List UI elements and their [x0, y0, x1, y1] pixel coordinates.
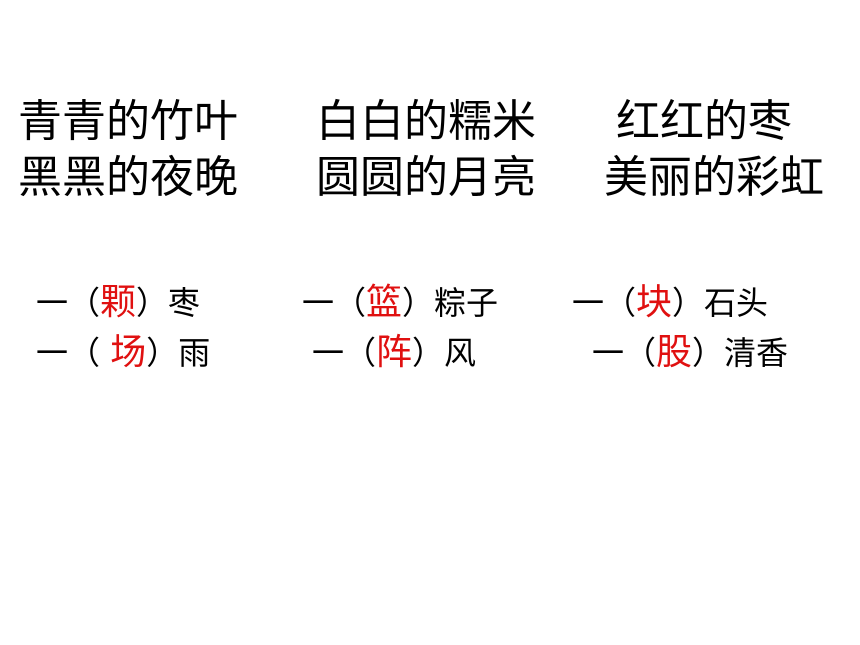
- measure-answer: 块: [636, 282, 673, 323]
- measure-suffix: ）石头: [672, 284, 769, 322]
- measure-prefix: 一（: [302, 284, 367, 322]
- phrase-dark-night: 黑黑的夜晚: [18, 152, 238, 203]
- measure-answer: 股: [656, 332, 693, 373]
- phrase-bamboo-leaves: 青青的竹叶: [18, 96, 238, 147]
- measure-item-zongzi: 一（篮）粽子: [302, 283, 498, 323]
- measure-answer: 阵: [376, 332, 413, 373]
- measure-prefix: 一（: [592, 334, 657, 372]
- measure-answer: 篮: [366, 282, 403, 323]
- measure-item-wind: 一（阵）风: [312, 333, 476, 373]
- measure-item-stone: 一（块）石头: [572, 283, 768, 323]
- measure-suffix: ）清香: [692, 334, 789, 372]
- measure-suffix: ）风: [412, 334, 477, 372]
- measure-prefix: 一（: [572, 284, 637, 322]
- measure-answer: 颗: [100, 282, 137, 323]
- phrase-red-dates: 红红的枣: [616, 96, 792, 147]
- measure-item-rain: 一（ 场）雨: [36, 333, 210, 373]
- phrase-glutinous-rice: 白白的糯米: [316, 96, 536, 147]
- measure-suffix: ）雨: [146, 334, 211, 372]
- measure-prefix: 一（: [36, 334, 111, 372]
- phrase-round-moon: 圆圆的月亮: [316, 152, 536, 203]
- measure-prefix: 一（: [312, 334, 377, 372]
- measure-answer: 场: [110, 332, 147, 373]
- measure-item-dates: 一（颗）枣: [36, 283, 200, 323]
- phrase-beautiful-rainbow: 美丽的彩虹: [604, 152, 824, 203]
- measure-suffix: ）粽子: [402, 284, 499, 322]
- measure-suffix: ）枣: [136, 284, 201, 322]
- measure-item-fragrance: 一（股）清香: [592, 333, 788, 373]
- measure-prefix: 一（: [36, 284, 101, 322]
